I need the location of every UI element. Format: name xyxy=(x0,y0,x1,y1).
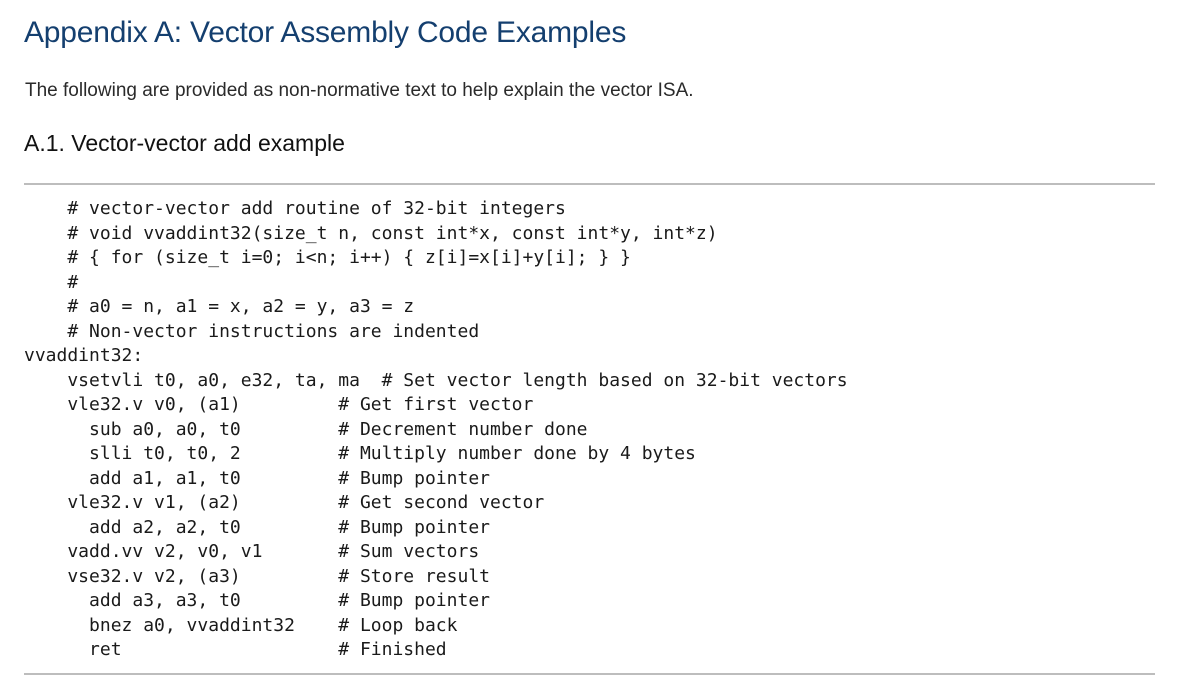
code-line: vle32.v v0, (a1) # Get first vector xyxy=(24,394,534,415)
code-line: ret # Finished xyxy=(24,639,447,660)
code-line: add a3, a3, t0 # Bump pointer xyxy=(24,590,490,611)
code-line: vsetvli t0, a0, e32, ta, ma # Set vector… xyxy=(24,369,848,391)
section-heading: A.1. Vector-vector add example xyxy=(24,130,345,156)
code-line: vle32.v v1, (a2) # Get second vector xyxy=(24,492,545,513)
code-line: slli t0, t0, 2 # Multiply number done by… xyxy=(24,443,696,464)
code-line: # { for (size_t i=0; i<n; i++) { z[i]=x[… xyxy=(24,247,631,268)
intro-paragraph: The following are provided as non-normat… xyxy=(25,80,694,101)
code-block-bottom-divider xyxy=(24,673,1155,675)
code-line: # xyxy=(24,271,79,293)
code-line: bnez a0, vvaddint32 # Loop back xyxy=(24,614,458,636)
code-block: # vector-vector add routine of 32-bit in… xyxy=(24,197,848,663)
code-line: vvaddint32: xyxy=(24,345,144,366)
code-line: # Non-vector instructions are indented xyxy=(24,320,480,342)
code-line: vse32.v v2, (a3) # Store result xyxy=(24,565,490,587)
code-line: sub a0, a0, t0 # Decrement number done xyxy=(24,418,588,440)
code-line: # vector-vector add routine of 32-bit in… xyxy=(24,198,566,219)
code-line: add a1, a1, t0 # Bump pointer xyxy=(24,467,490,489)
code-line: # void vvaddint32(size_t n, const int*x,… xyxy=(24,222,718,244)
code-block-top-divider xyxy=(24,183,1155,185)
code-line: add a2, a2, t0 # Bump pointer xyxy=(24,516,490,538)
code-line: vadd.vv v2, v0, v1 # Sum vectors xyxy=(24,541,480,562)
code-line: # a0 = n, a1 = x, a2 = y, a3 = z xyxy=(24,296,415,317)
page-title: Appendix A: Vector Assembly Code Example… xyxy=(24,16,627,49)
